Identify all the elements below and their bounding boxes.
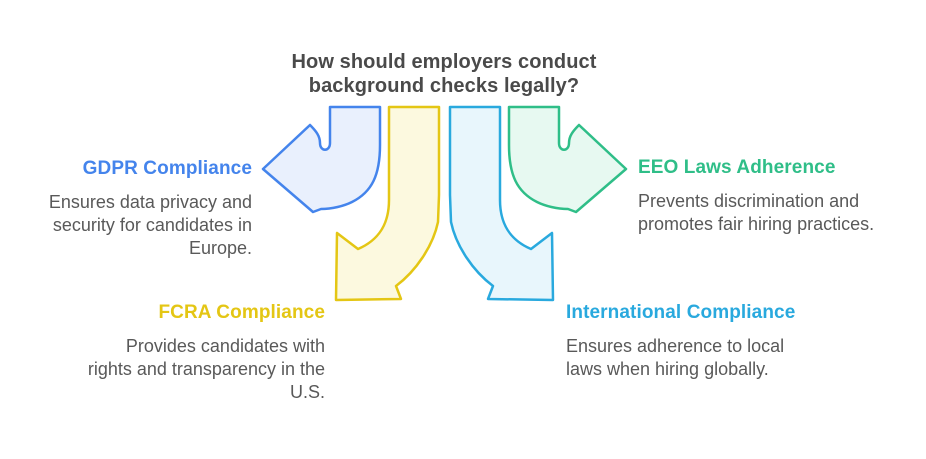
page-title: How should employers conduct background … xyxy=(291,51,597,97)
item-gdpr: GDPR Compliance Ensures data privacy and… xyxy=(7,158,252,260)
curved-arrow-down-right-icon xyxy=(448,105,555,302)
item-eeo: EEO Laws Adherence Prevents discriminati… xyxy=(638,157,888,236)
item-description: Provides candidates with rights and tran… xyxy=(87,336,325,402)
item-label: GDPR Compliance xyxy=(82,158,252,179)
item-description: Ensures data privacy and security for ca… xyxy=(48,192,252,258)
curved-arrow-right-icon xyxy=(507,105,628,214)
item-international: International Compliance Ensures adheren… xyxy=(566,302,816,381)
curved-arrow-down-left-icon xyxy=(334,105,441,302)
item-label: International Compliance xyxy=(566,302,796,323)
item-label: EEO Laws Adherence xyxy=(638,157,836,178)
item-label: FCRA Compliance xyxy=(158,302,325,323)
item-description: Prevents discrimination and promotes fai… xyxy=(638,191,875,234)
item-description: Ensures adherence to local laws when hir… xyxy=(566,336,785,379)
curved-arrow-left-icon xyxy=(261,105,382,214)
item-fcra: FCRA Compliance Provides candidates with… xyxy=(80,302,325,404)
